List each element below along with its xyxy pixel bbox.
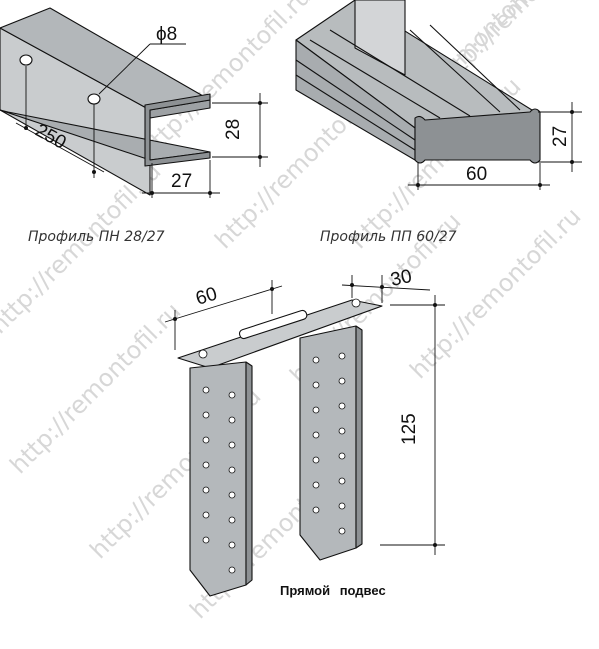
dim-label-width: 60 xyxy=(466,164,487,185)
hanger-hole xyxy=(351,298,361,308)
profile-pp-section xyxy=(414,108,541,164)
hanger-hole xyxy=(228,516,236,524)
hole-leader-line xyxy=(98,43,151,95)
profile-pn-section xyxy=(144,93,211,167)
profile-pp-rib xyxy=(295,59,416,141)
profile-pp-dim-ticks xyxy=(416,110,574,187)
dim-tick xyxy=(416,183,420,187)
hanger-hole xyxy=(312,431,320,439)
dim-line xyxy=(15,122,105,173)
hanger-hole xyxy=(202,436,210,444)
dim-label-width: 27 xyxy=(171,171,192,192)
hanger-hole xyxy=(312,481,320,489)
hanger-left-leg xyxy=(189,361,247,597)
hanger-hole xyxy=(198,349,208,359)
hanger-hole xyxy=(312,356,320,364)
hanger-hole xyxy=(202,386,210,394)
hanger-hole xyxy=(312,381,320,389)
profile-pn-caption: Профиль ПН 28/27 xyxy=(28,229,165,245)
dim-tick xyxy=(258,101,262,105)
hanger-hole xyxy=(202,536,210,544)
hanger-slot xyxy=(238,309,308,340)
hanger-hole xyxy=(228,541,236,549)
hanger-hole xyxy=(228,466,236,474)
hanger-hole xyxy=(338,352,346,360)
dim-tick xyxy=(538,183,542,187)
hanger-hole xyxy=(228,566,236,574)
profile-pp-rib xyxy=(409,29,501,113)
hanger-hole xyxy=(338,502,346,510)
hanger-hole xyxy=(202,511,210,519)
hanger-hole xyxy=(338,427,346,435)
profile-pp-drawing xyxy=(295,0,541,164)
hanger-dim-ticks xyxy=(173,283,437,547)
dim-label-height: 27 xyxy=(550,126,571,147)
dim-tick xyxy=(570,160,574,164)
hanger-hole xyxy=(228,491,236,499)
hanger-hole xyxy=(312,506,320,514)
hanger-hole xyxy=(228,416,236,424)
hole-mark xyxy=(87,93,101,105)
hanger-left-return xyxy=(245,361,253,586)
hanger-hole xyxy=(338,452,346,460)
hanger-dimensions xyxy=(164,275,445,555)
profile-pn-dim-ticks xyxy=(24,101,262,195)
hanger-hole xyxy=(338,477,346,485)
dim-label-width: 60 xyxy=(193,284,219,310)
dim-tick xyxy=(433,303,437,307)
hole-mark xyxy=(19,54,33,66)
profile-pp-cut xyxy=(354,0,406,76)
dim-tick xyxy=(270,287,274,291)
hanger-hole xyxy=(228,391,236,399)
hanger-drawing xyxy=(177,299,383,597)
dim-line xyxy=(341,284,431,291)
profile-pp-rib xyxy=(429,24,521,111)
dim-tick xyxy=(208,191,212,195)
dim-label-height: 28 xyxy=(223,119,244,140)
profile-pp-rib xyxy=(329,29,471,117)
hanger-hole xyxy=(338,527,346,535)
profile-pn-drawing xyxy=(0,7,211,196)
watermark: http://remontofil.ru xyxy=(4,297,186,479)
profile-pp-rib xyxy=(309,39,441,119)
hanger-hole xyxy=(202,486,210,494)
dim-label-hole: ϕ8 xyxy=(156,24,177,45)
hanger-right-leg xyxy=(299,325,357,561)
hanger-caption: Прямой подвес xyxy=(280,583,386,598)
dim-tick xyxy=(24,126,28,130)
dim-tick xyxy=(350,283,354,287)
dim-label-height: 125 xyxy=(399,413,420,445)
hanger-holes xyxy=(198,298,361,574)
hanger-hole xyxy=(312,406,320,414)
dim-tick xyxy=(258,155,262,159)
dim-tick xyxy=(570,110,574,114)
hanger-hole xyxy=(338,402,346,410)
profile-pp-rib xyxy=(295,74,416,151)
profile-pp-caption: Профиль ПП 60/27 xyxy=(320,229,457,245)
dim-line xyxy=(164,285,283,323)
hanger-hole xyxy=(202,411,210,419)
dim-tick xyxy=(173,317,177,321)
dim-tick xyxy=(92,170,96,174)
hanger-hole xyxy=(312,456,320,464)
dim-tick xyxy=(150,191,154,195)
hanger-hole xyxy=(338,377,346,385)
hanger-hole xyxy=(228,441,236,449)
dim-tick xyxy=(433,543,437,547)
hanger-right-return xyxy=(355,325,363,549)
dim-label-depth: 30 xyxy=(389,266,414,291)
dim-tick xyxy=(380,285,384,289)
hanger-hole xyxy=(202,461,210,469)
